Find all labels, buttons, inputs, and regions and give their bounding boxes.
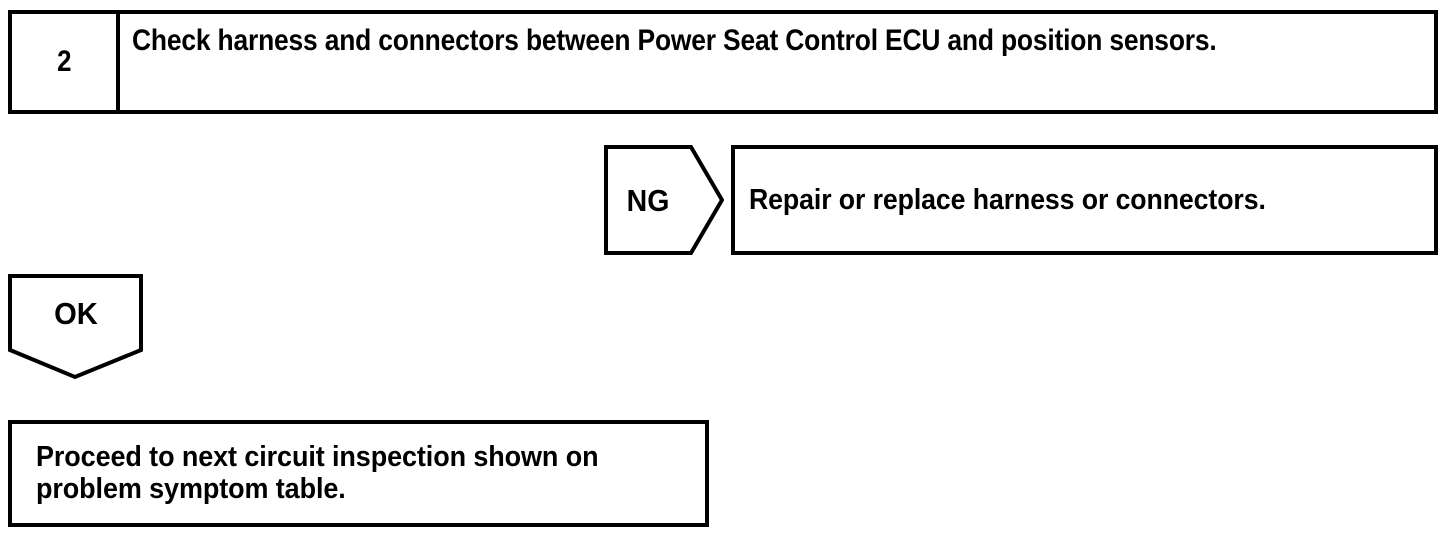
ok-branch-label: OK xyxy=(54,295,98,331)
ng-arrow-shape xyxy=(604,145,724,255)
ng-result-text: Repair or replace harness or connectors. xyxy=(749,184,1266,216)
step-number: 2 xyxy=(56,45,72,78)
step-number-cell: 2 xyxy=(12,14,120,110)
ok-result-box: Proceed to next circuit inspection shown… xyxy=(8,420,709,527)
step-box: 2 Check harness and connectors between P… xyxy=(8,10,1438,114)
ng-branch-arrow: NG xyxy=(604,145,724,255)
ng-branch-label: NG xyxy=(626,182,670,218)
ok-branch-arrow: OK xyxy=(8,274,144,380)
ok-result-text: Proceed to next circuit inspection shown… xyxy=(36,440,599,505)
step-instruction-cell: Check harness and connectors between Pow… xyxy=(120,14,1434,110)
ng-result-box: Repair or replace harness or connectors. xyxy=(731,145,1438,255)
ok-arrow-shape xyxy=(8,274,143,380)
step-instruction-text: Check harness and connectors between Pow… xyxy=(132,24,1217,57)
